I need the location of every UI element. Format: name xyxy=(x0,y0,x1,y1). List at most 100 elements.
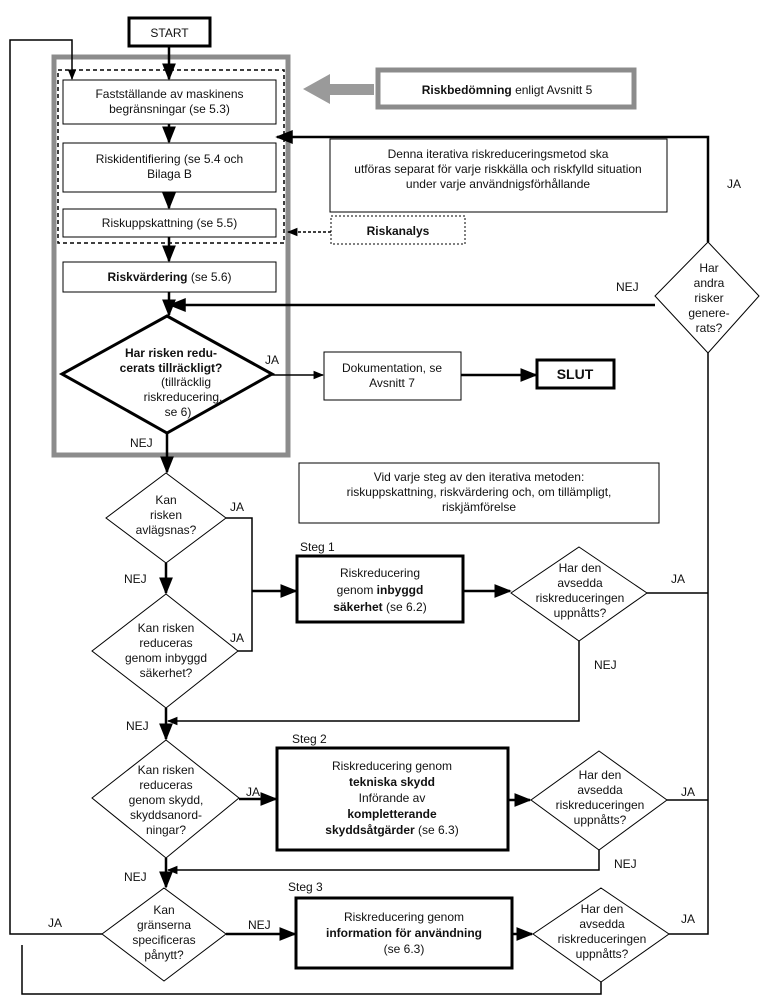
decision-guards-line4: skyddsanord- xyxy=(130,808,202,822)
label-yes-limits-again: JA xyxy=(48,916,62,930)
label-yes-adequate: JA xyxy=(265,353,279,367)
iterative-note xyxy=(329,138,668,213)
step2-line5: skyddsåtgärder (se 6.3) xyxy=(325,823,458,837)
decision-other-risks-line3: risker xyxy=(694,291,723,305)
decision-adequate-line3: (tillräcklig xyxy=(161,375,211,389)
step1-line2: genom inbyggd xyxy=(337,583,424,597)
decision-limits-line2: gränserna xyxy=(137,918,191,932)
decision-other-risks-line5: rats? xyxy=(696,321,723,335)
decision-guards-line2: reduceras xyxy=(139,778,192,792)
label-yes-achieved1: JA xyxy=(671,572,685,586)
documentation-line1: Dokumentation, se xyxy=(342,361,442,375)
identification-box xyxy=(62,142,277,193)
end-label: SLUT xyxy=(557,366,594,382)
decision-achieved3-line4: uppnåtts? xyxy=(576,947,629,961)
decision-guards-line3: genom skydd, xyxy=(129,793,204,807)
risk-analysis-label-box xyxy=(330,215,466,245)
steps-note-line1: Vid varje steg av den iterativa metoden: xyxy=(374,470,585,484)
steps-note-line2: riskuppskattning, riskvärdering och, om … xyxy=(347,485,612,499)
decision-achieved3-line2: avsedda xyxy=(579,917,625,931)
decision-limits-again xyxy=(101,887,227,982)
decision-achieved1-line4: uppnåtts? xyxy=(554,606,607,620)
decision-other-risks-line4: genere- xyxy=(688,306,729,320)
decision-limits-line3: specificeras xyxy=(132,933,195,947)
risk-assessment-frame xyxy=(51,54,291,458)
step1-line3: säkerhet (se 6.2) xyxy=(333,600,426,614)
decision-inherent-line2: reduceras xyxy=(139,636,192,650)
label-yes-eliminate: JA xyxy=(230,500,244,514)
risk-assessment-title: Riskbedömning enligt Avsnitt 5 xyxy=(422,83,593,97)
decision-limits-line4: pånytt? xyxy=(144,948,184,962)
decision-achieved1-line3: riskreduceringen xyxy=(536,591,625,605)
decision-other-risks-line1: Har xyxy=(699,261,718,275)
label-yes-guards: JA xyxy=(246,785,260,799)
step2-line4: kompletterande xyxy=(347,807,437,821)
decision-other-risks-line2: andra xyxy=(694,276,725,290)
decision-achieved1-line1: Har den xyxy=(559,561,602,575)
risk-analysis-label: Riskanalys xyxy=(367,224,430,238)
label-no-adequate: NEJ xyxy=(130,436,153,450)
decision-limits-line1: Kan xyxy=(153,903,174,917)
label-no-eliminate: NEJ xyxy=(124,572,147,586)
label-no-achieved1: NEJ xyxy=(594,658,617,672)
decision-achieved3-line3: riskreduceringen xyxy=(558,932,647,946)
decision-achieved1-line2: avsedda xyxy=(557,576,603,590)
decision-eliminate-line3: avlägsnas? xyxy=(136,523,197,537)
iterative-note-line1: Denna iterativa riskreduceringsmetod ska xyxy=(388,147,609,161)
decision-inherent-line3: genom inbyggd xyxy=(125,651,207,665)
step3-line1: Riskreducering genom xyxy=(344,910,464,924)
label-no-achieved2: NEJ xyxy=(614,857,637,871)
iterative-note-line2: utföras separat för varje riskkälla och … xyxy=(354,162,641,176)
decision-achieved2-line1: Har den xyxy=(579,768,622,782)
step3-title: Steg 3 xyxy=(288,880,323,894)
documentation-line2: Avsnitt 7 xyxy=(369,376,415,390)
decision-adequate-line2: cerats tillräckligt? xyxy=(120,361,223,375)
identification-line2: Bilaga B xyxy=(147,167,192,181)
label-no-inherent: NEJ xyxy=(126,719,149,733)
iterative-note-line3: under varje användnigsförhållande xyxy=(406,177,590,191)
limits-line1: Fastställande av maskinens xyxy=(95,87,243,101)
decision-eliminate-line1: Kan xyxy=(155,493,176,507)
label-yes-other-risks: JA xyxy=(727,177,741,191)
step2-title: Steg 2 xyxy=(292,732,327,746)
step2-line2: tekniska skydd xyxy=(349,775,435,789)
decision-adequate-line5: se 6) xyxy=(165,405,192,419)
label-no-limits-again: NEJ xyxy=(248,918,271,932)
step1-title: Steg 1 xyxy=(300,540,335,554)
step1-box xyxy=(295,554,465,624)
decision-inherent-line1: Kan risken xyxy=(138,621,195,635)
limits-line2: begränsningar (se 5.3) xyxy=(109,102,230,116)
risk-assessment-title-box xyxy=(375,67,637,110)
decision-achieved2-line4: uppnåtts? xyxy=(574,813,627,827)
decision-guards-line1: Kan risken xyxy=(138,763,195,777)
step3-line2: information för användning xyxy=(326,926,482,940)
decision-inherent-line4: säkerhet? xyxy=(140,666,193,680)
step1-line1: Riskreducering xyxy=(340,566,420,580)
step3-line3: (se 6.3) xyxy=(384,942,425,956)
decision-guards-line5: ningar? xyxy=(146,823,186,837)
decision-achieved2-line2: avsedda xyxy=(577,783,623,797)
step2-line1: Riskreducering genom xyxy=(332,759,452,773)
step2-box xyxy=(275,746,510,852)
step2-line3: Införande av xyxy=(359,791,426,805)
decision-achieved2-line3: riskreduceringen xyxy=(556,798,645,812)
limits-box xyxy=(62,79,277,125)
label-yes-inherent: JA xyxy=(230,631,244,645)
decision-adequate-line4: riskreducering, xyxy=(144,390,223,404)
documentation-box xyxy=(323,351,462,401)
label-yes-achieved2: JA xyxy=(681,785,695,799)
connectors xyxy=(9,39,710,995)
steps-note xyxy=(298,462,660,524)
identification-line1: Riskidentifiering (se 5.4 och xyxy=(96,152,243,166)
evaluation-box xyxy=(62,261,277,293)
label-no-other-risks: NEJ xyxy=(616,280,639,294)
decision-adequate-line1: Har risken redu- xyxy=(125,346,217,360)
evaluation-label: Riskvärdering (se 5.6) xyxy=(107,270,231,284)
label-yes-achieved3: JA xyxy=(681,912,695,926)
estimation-label: Riskuppskattning (se 5.5) xyxy=(102,216,237,230)
steps-note-line3: riskjämförelse xyxy=(442,500,516,514)
decision-achieved3-line1: Har den xyxy=(581,902,624,916)
start-label: START xyxy=(150,26,189,40)
label-no-guards: NEJ xyxy=(124,870,147,884)
